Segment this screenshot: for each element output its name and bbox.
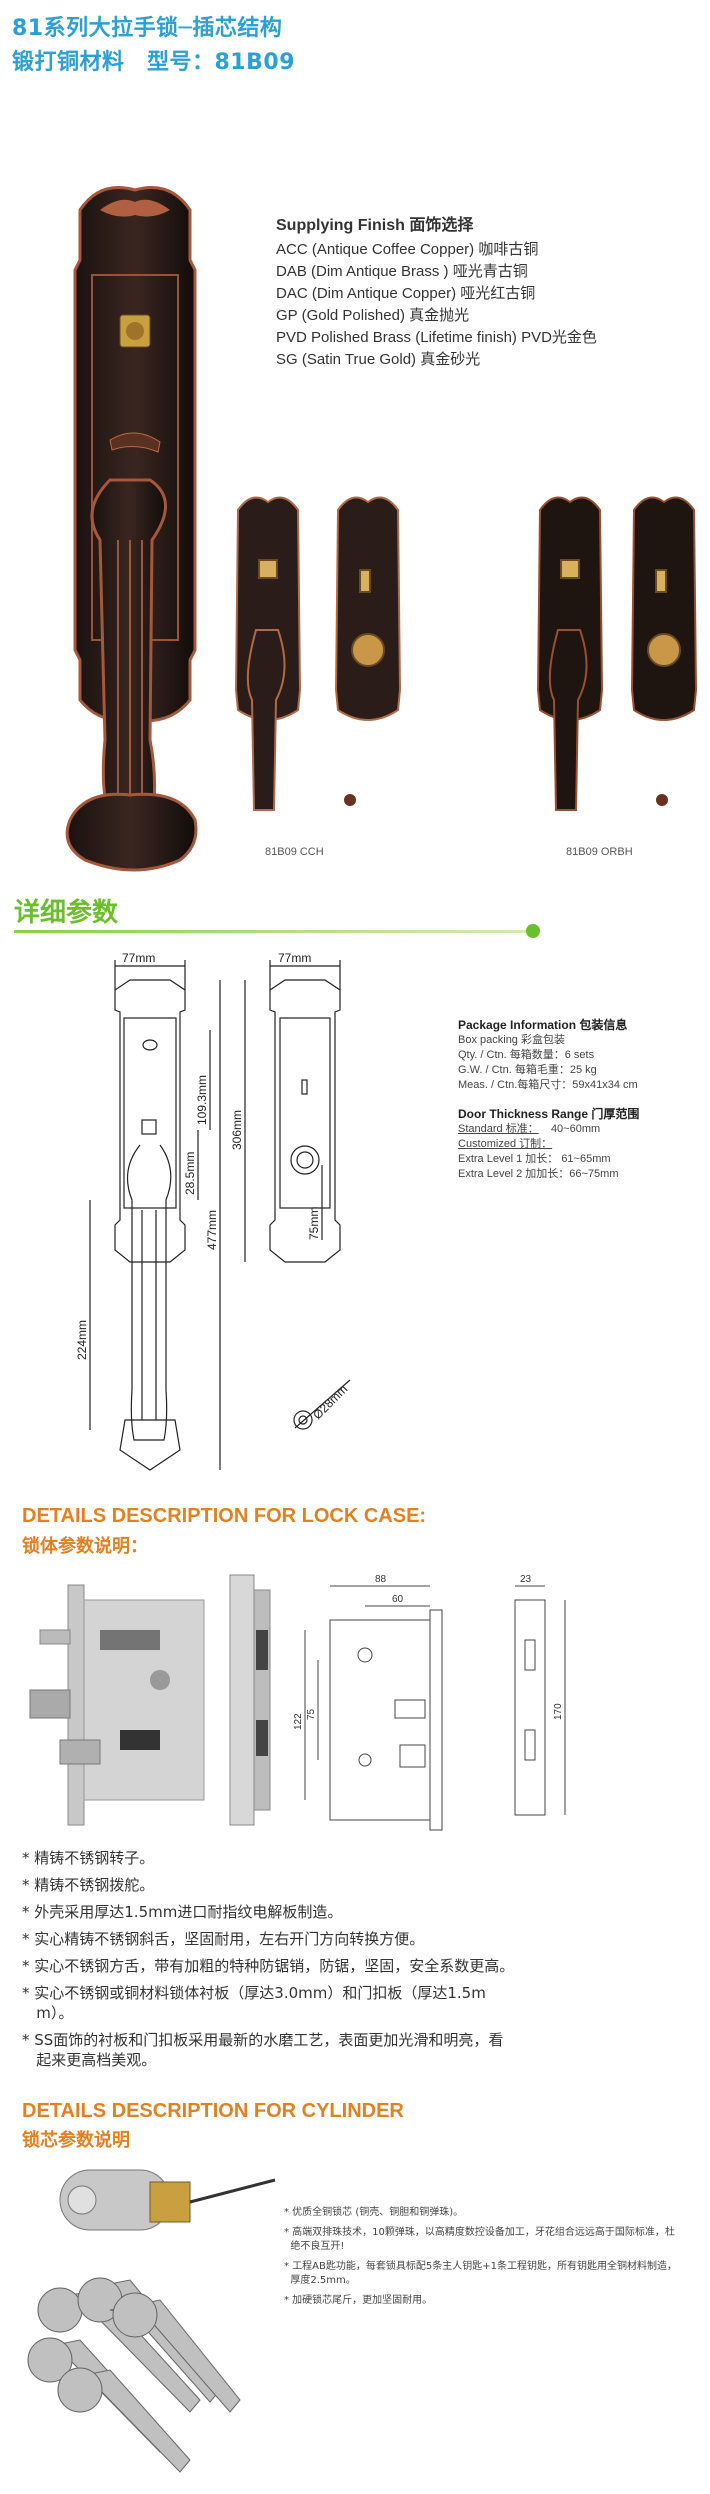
lc-dim-170: 170 (553, 1703, 564, 1720)
package-line: Qty. / Ctn. 每箱数量：6 sets (458, 1049, 595, 1061)
package-line: G.W. / Ctn. 每箱毛重：25 kg (458, 1064, 597, 1076)
finish-item: SG (Satin True Gold) 真金砂光 (276, 351, 481, 368)
lc-dim-122: 122 (293, 1713, 304, 1730)
cylinder-note: 绝不良互开! (284, 2241, 345, 2252)
variant-orbh-back (630, 496, 698, 721)
lockcase-bullet: m）。 (22, 2004, 74, 2022)
details-divider-dot (526, 924, 540, 938)
lc-dim-75: 75 (306, 1708, 317, 1720)
lc-dim-23: 23 (520, 1574, 532, 1585)
finish-item: GP (Gold Polished) 真金抛光 (276, 307, 470, 324)
strike-plate-photo (229, 1574, 271, 1826)
cylinder-note: 厚度2.5mm。 (284, 2275, 356, 2286)
finish-item: DAB (Dim Antique Brass ) 哑光青古铜 (276, 263, 528, 280)
variant-cch-back (334, 496, 402, 721)
cylinder-note: * 工程AB匙功能，每套锁具标配5条主人钥匙+1条工程钥匙，所有钥匙用全铜材料制… (284, 2261, 677, 2272)
variant-images (234, 496, 698, 811)
lockcase-bullet: * 实心不锈钢或铜材料锁体衬板（厚达3.0mm）和门扣板（厚达1.5m (22, 1984, 486, 2002)
package-line: Box packing 彩盒包装 (458, 1034, 565, 1046)
package-info: Package Information 包装信息 Box packing 彩盒包… (458, 1018, 639, 1182)
lockcase-bullet: * 实心不锈钢方舌，带有加粗的特种防锯销，防锯，坚固，安全系数更高。 (22, 1957, 515, 1975)
lockcase-tech-drawing: 88 60 122 75 23 170 (293, 1574, 566, 1831)
finish-list: Supplying Finish 面饰选择 ACC (Antique Coffe… (276, 215, 597, 371)
package-line: Meas. / Ctn.每箱尺寸：59x41x34 cm (458, 1079, 638, 1091)
dim-109: 109.3mm (195, 1075, 209, 1125)
lockcase-bullet: * 精铸不锈钢转子。 (22, 1849, 155, 1867)
package-heading: Package Information 包装信息 (458, 1018, 628, 1032)
dim-477: 477mm (205, 1210, 219, 1250)
finish-item: PVD Polished Brass (Lifetime finish) PVD… (276, 329, 597, 346)
details-heading: 详细参数 (14, 898, 119, 928)
lockcase-images: 88 60 122 75 23 170 (29, 1574, 566, 1831)
dim-224: 224mm (75, 1320, 89, 1360)
cylinder-notes: * 优质全铜锁芯 (铜壳、铜胆和铜弹珠)。 * 高端双排珠技术，10颗弹珠，以高… (284, 2206, 694, 2308)
variant-cch-screw (344, 794, 356, 806)
details-divider (14, 930, 534, 933)
dim-75: 75mm (307, 1207, 321, 1240)
caption-cch: 81B09 CCH (265, 846, 324, 858)
keys-photo (27, 2277, 241, 2473)
cylinder-heading-en: DETAILS DESCRIPTION FOR CYLINDER (22, 2100, 404, 2122)
lc-dim-60: 60 (392, 1594, 404, 1605)
lockcase-heading-cn: 锁体参数说明： (22, 1536, 148, 1557)
cylinder-photo (59, 2169, 276, 2231)
main-handleset-image (65, 186, 198, 872)
variant-orbh-front (536, 496, 604, 811)
dim-width-2: 77mm (278, 951, 311, 965)
dim-28-knob: Ø28mm (310, 1382, 350, 1422)
lc-dim-88: 88 (375, 1574, 387, 1585)
door-thickness-heading: Door Thickness Range 门厚范围 (458, 1107, 640, 1121)
customized-label: Customized 订制： (458, 1138, 553, 1150)
lockcase-bullet: 起来更高档美观。 (22, 2051, 157, 2069)
extra-level-2: Extra Level 2 加加长：66~75mm (458, 1168, 619, 1180)
standard-label: Standard 标准： (458, 1123, 539, 1135)
cylinder-heading-cn: 锁芯参数说明 (22, 2130, 130, 2151)
caption-orbh: 81B09 ORBH (566, 846, 633, 858)
lockcase-bullet: * 外壳采用厚达1.5mm进口耐指纹电解板制造。 (22, 1903, 343, 1921)
lockcase-bullet: * 实心精铸不锈钢斜舌，坚固耐用，左右开门方向转换方便。 (22, 1930, 425, 1948)
lockcase-bullet: * SS面饰的衬板和门扣板采用最新的水磨工艺，表面更加光滑和明亮，看 (22, 2031, 504, 2049)
dim-28-5: 28.5mm (183, 1152, 197, 1195)
cylinder-note: * 加硬锁芯尾斤，更加坚固耐用。 (284, 2295, 433, 2306)
dim-306: 306mm (230, 1110, 244, 1150)
page-title-line2: 锻打铜材料 型号：81B09 (12, 50, 295, 75)
cylinder-note: * 高端双排珠技术，10颗弹珠，以高精度数控设备加工，牙花组合远远高于国际标准，… (284, 2227, 675, 2238)
finish-heading: Supplying Finish 面饰选择 (276, 217, 474, 234)
variant-orbh-screw (656, 794, 668, 806)
lockcase-bullet: * 精铸不锈钢拨舵。 (22, 1876, 155, 1894)
dimension-drawing: 77mm 77mm 109.3mm 28.5mm 477mm 306mm 75m… (75, 951, 351, 1471)
standard-value: 40~60mm (550, 1123, 601, 1135)
page-title-line1: 81系列大拉手锁─插芯结构 (12, 16, 283, 41)
cylinder-keys-image (27, 2169, 276, 2473)
lockcase-body-photo (29, 1584, 205, 1826)
finish-item: ACC (Antique Coffee Copper) 咖啡古铜 (276, 241, 539, 258)
variant-cch-front (234, 496, 302, 811)
extra-level-1: Extra Level 1 加长： 61~65mm (458, 1153, 611, 1165)
cylinder-note: * 优质全铜锁芯 (铜壳、铜胆和铜弹珠)。 (284, 2207, 464, 2218)
finish-item: DAC (Dim Antique Copper) 哑光红古铜 (276, 285, 536, 302)
lockcase-heading-en: DETAILS DESCRIPTION FOR LOCK CASE: (22, 1505, 427, 1527)
dim-width-1: 77mm (122, 951, 155, 965)
lockcase-bullets: * 精铸不锈钢转子。 * 精铸不锈钢拨舵。 * 外壳采用厚达1.5mm进口耐指纹… (22, 1848, 622, 2070)
